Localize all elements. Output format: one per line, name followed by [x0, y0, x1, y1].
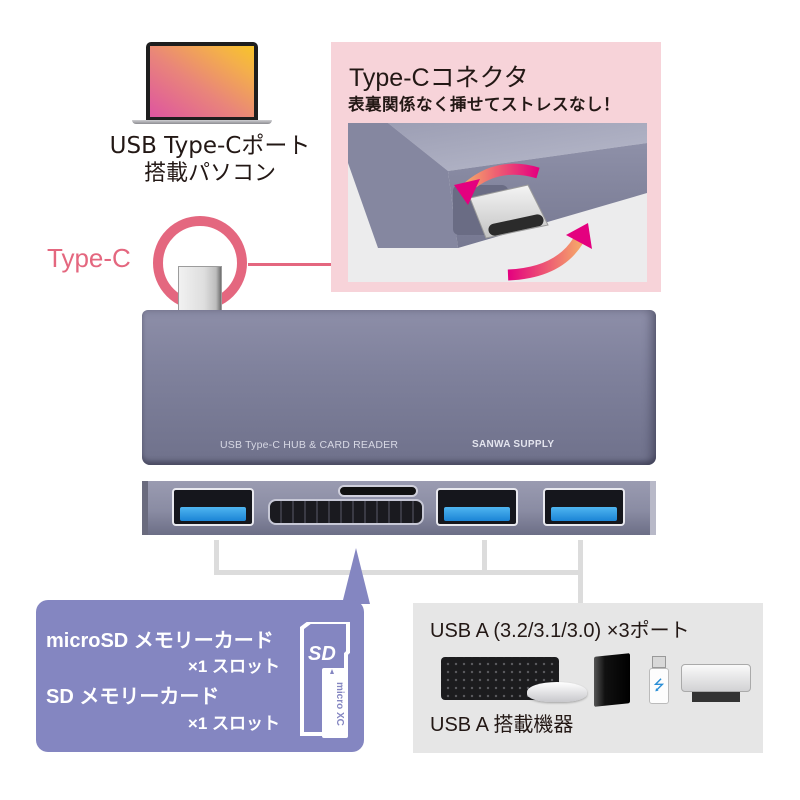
svg-text:micro XC: micro XC: [334, 682, 345, 726]
bracket-line: [482, 540, 487, 574]
pc-label-line1: USB Type-Cポート: [109, 133, 311, 159]
sd-label: SD メモリーカード: [46, 686, 220, 708]
mouse-icon: [527, 682, 587, 702]
hub-corner-illustration: [348, 123, 647, 281]
keyboard-icon: [441, 657, 559, 700]
sd-slot: [268, 499, 424, 525]
usb-a-devices-label: USB A 搭載機器: [430, 714, 574, 736]
callout-connector-line: [248, 263, 332, 266]
bracket-line: [214, 540, 219, 574]
pc-label: USB Type-Cポート 搭載パソコン: [70, 133, 350, 187]
hub-port-face: [142, 481, 656, 535]
callout-pointer: [342, 548, 370, 604]
reversible-connector-photo: [348, 123, 647, 282]
usb-flash-drive-icon: ⭍: [649, 656, 669, 706]
laptop-icon: [132, 42, 272, 124]
type-c-plug: [469, 184, 549, 239]
type-c-plug-icon: [178, 266, 222, 310]
hub-print-text: USB Type-C HUB & CARD READER: [220, 439, 399, 451]
microsd-label: microSD メモリーカード: [46, 630, 274, 652]
rotate-arrow-bottom-icon: [507, 237, 583, 281]
callout-title: Type-Cコネクタ: [349, 64, 529, 92]
hub-body: [142, 310, 656, 465]
card-slot-box: [36, 600, 364, 752]
callout-subtitle: 表裏関係なく挿せてストレスなし！: [348, 95, 620, 114]
svg-text:SD: SD: [308, 643, 336, 665]
pc-label-line2: 搭載パソコン: [143, 161, 276, 186]
printer-icon: [681, 664, 751, 704]
microsd-count: ×1 スロット: [187, 657, 280, 676]
usb-a-title: USB A (3.2/3.1/3.0) ×3ポート: [430, 620, 690, 642]
usb-a-port-3: [543, 488, 625, 526]
type-c-label: Type-C: [47, 243, 131, 273]
microsd-slot: [338, 485, 418, 497]
sd-microsd-card-icon: SD micro XC: [300, 620, 350, 740]
hub-brand-logo: SANWA SUPPLY: [472, 439, 555, 450]
sd-count: ×1 スロット: [187, 714, 280, 733]
usb-a-port-1: [172, 488, 254, 526]
external-hdd-icon: [594, 653, 630, 707]
bracket-line: [214, 570, 583, 575]
usb-a-port-2: [436, 488, 518, 526]
